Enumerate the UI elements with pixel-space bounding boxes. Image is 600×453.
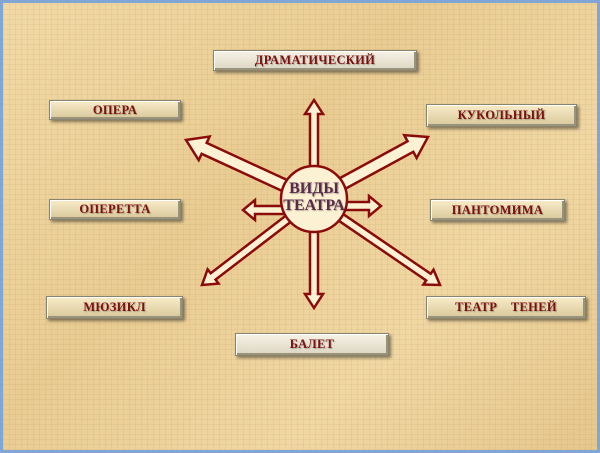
box-operetta: ОПЕРЕТТА [49, 199, 181, 220]
center-line-1: ВИДЫ [289, 180, 339, 197]
box-pantomime: ПАНТОМИМА [430, 199, 565, 221]
box-ballet: БАЛЕТ [235, 333, 389, 356]
center-label: ВИДЫ ТЕАТРА [278, 180, 350, 214]
box-shadow-theatre: ТЕАТР ТЕНЕЙ [426, 296, 586, 319]
center-line-2: ТЕАТРА [283, 197, 345, 214]
box-dramatic: ДРАМАТИЧЕСКИЙ [213, 50, 417, 71]
box-opera: ОПЕРА [49, 100, 181, 120]
box-musical: МЮЗИКЛ [46, 296, 183, 319]
center-circle [279, 164, 349, 234]
box-puppet: КУКОЛЬНЫЙ [426, 104, 577, 127]
